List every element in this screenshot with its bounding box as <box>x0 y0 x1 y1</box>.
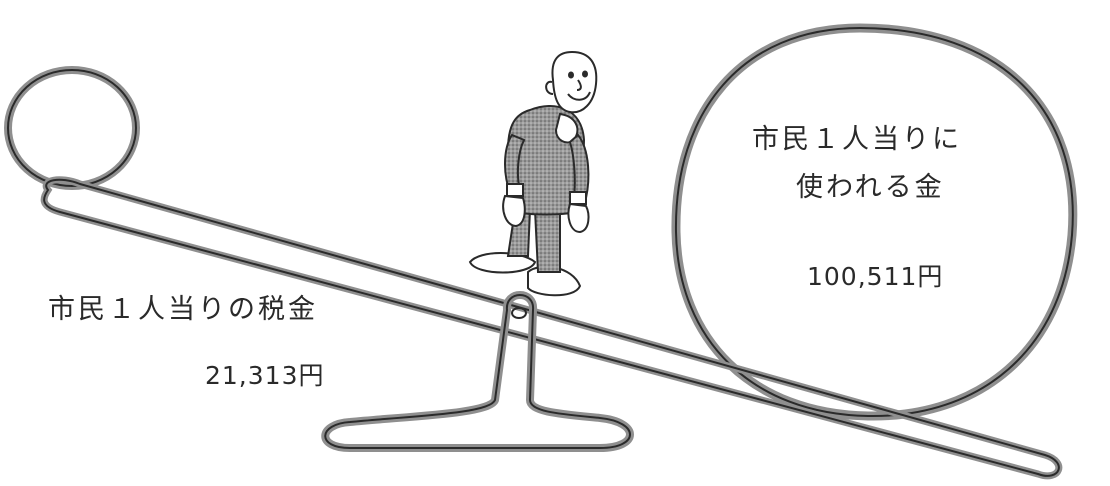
seesaw-beam <box>40 176 1063 480</box>
spending-per-citizen-label-line2: 使われる金 <box>796 172 945 203</box>
spending-per-citizen-value: 100,511円 <box>807 262 944 291</box>
tax-per-citizen-value: 21,313円 <box>205 361 325 390</box>
seesaw-fulcrum <box>321 291 634 452</box>
tax-per-citizen-label: 市民１人当りの税金 <box>48 294 318 325</box>
small-coin-circle <box>4 66 140 190</box>
standing-man <box>468 50 598 297</box>
large-coin-circle <box>671 23 1078 421</box>
spending-per-citizen-label-line1: 市民１人当りに <box>752 124 962 155</box>
